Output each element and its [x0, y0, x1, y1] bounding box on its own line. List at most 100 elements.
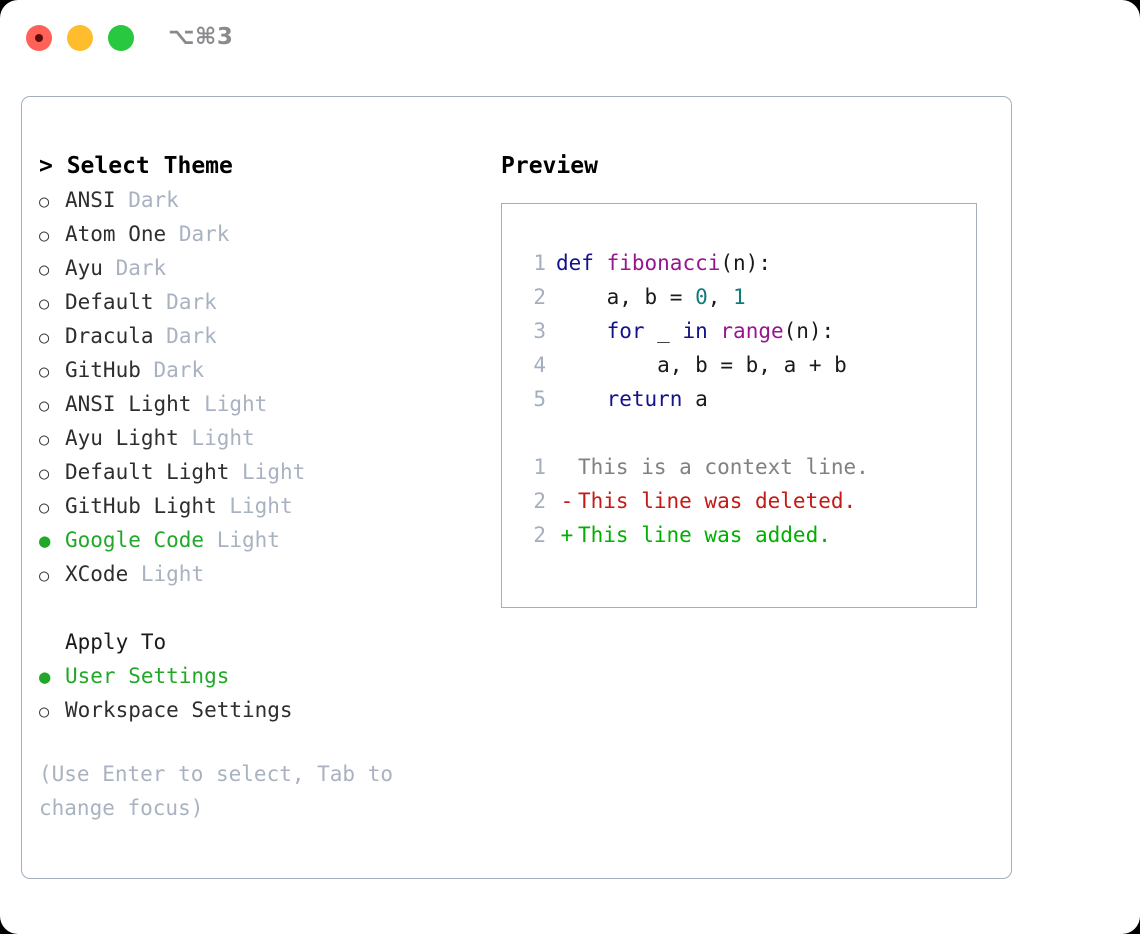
code-token: This line was deleted.	[578, 489, 857, 513]
theme-name-gap	[116, 183, 129, 217]
theme-category-badge: Dark	[178, 222, 230, 246]
theme-list-item[interactable]: ○ Ayu Light Light	[39, 421, 479, 455]
list-spacer	[39, 591, 479, 625]
theme-category-badge: Light	[242, 460, 306, 484]
code-line-text: This line was added.	[578, 518, 831, 552]
code-line-text: a, b = b, a + b	[556, 348, 847, 382]
apply-to-option[interactable]: ○ Workspace Settings	[39, 693, 479, 727]
theme-category-badge: Light	[204, 392, 268, 416]
line-number: 2	[533, 285, 546, 309]
radio-unselected-icon: ○	[39, 362, 50, 382]
theme-name-gap	[229, 455, 242, 489]
preview-heading: Preview	[501, 153, 598, 179]
code-token: _	[644, 319, 683, 343]
theme-name: Default	[65, 290, 154, 314]
theme-list-item[interactable]: ○ Atom One Dark	[39, 217, 479, 251]
theme-list-item[interactable]: ○XCode Light	[39, 557, 479, 591]
code-line-text: for _ in range(n):	[556, 314, 835, 348]
code-line-blank	[516, 416, 869, 450]
line-number: 3	[533, 319, 546, 343]
code-token: (n):	[720, 251, 771, 275]
traffic-light-group	[26, 25, 134, 51]
code-line-text: a, b = 0, 1	[556, 280, 746, 314]
code-line-code: 4 a, b = b, a + b	[516, 348, 869, 382]
theme-category-badge: Dark	[166, 324, 217, 348]
theme-name: Google Code	[65, 528, 205, 552]
theme-list-item[interactable]: ○ GitHub Light Light	[39, 489, 479, 523]
theme-name: Atom One	[65, 222, 167, 246]
theme-name-gap	[191, 387, 204, 421]
minimize-window-button[interactable]	[67, 25, 93, 51]
code-line-context: 1 This is a context line.	[516, 450, 869, 484]
diff-marker	[556, 450, 578, 484]
theme-list-item[interactable]: ○GitHub Dark	[39, 353, 479, 387]
line-number: 4	[533, 353, 546, 377]
code-line-deleted: 2-This line was deleted.	[516, 484, 869, 518]
code-line-code: 3 for _ in range(n):	[516, 314, 869, 348]
theme-name: GitHub	[65, 358, 141, 382]
code-token: 0	[695, 285, 708, 309]
close-window-button[interactable]	[26, 25, 52, 51]
line-number: 5	[533, 387, 546, 411]
theme-list-item[interactable]: ○ ANSI Dark	[39, 183, 479, 217]
apply-to-option-label: Workspace Settings	[65, 698, 293, 722]
theme-name: Ayu	[65, 256, 103, 280]
radio-unselected-icon: ○	[39, 396, 50, 416]
code-token: This is a context line.	[578, 455, 869, 479]
theme-name: Ayu Light	[65, 426, 179, 450]
zoom-window-button[interactable]	[108, 25, 134, 51]
theme-name: Default Light	[65, 460, 230, 484]
code-line-code: 2 a, b = 0, 1	[516, 280, 869, 314]
radio-unselected-icon: ○	[39, 566, 50, 586]
theme-list-item[interactable]: ○ Default Light Light	[39, 455, 479, 489]
theme-list[interactable]: ○ANSI Dark○Atom One Dark○Ayu Dark○Defaul…	[39, 183, 479, 591]
radio-unselected-icon: ○	[39, 498, 50, 518]
code-token	[708, 319, 721, 343]
theme-name-gap	[154, 319, 167, 353]
theme-name-gap	[141, 353, 154, 387]
theme-name-gap	[103, 251, 116, 285]
line-number: 1	[533, 455, 546, 479]
theme-list-item[interactable]: ○Default Dark	[39, 285, 479, 319]
theme-name: ANSI	[65, 188, 116, 212]
code-token: fibonacci	[606, 251, 721, 275]
theme-category-badge: Light	[229, 494, 293, 518]
apply-to-option[interactable]: ● User Settings	[39, 659, 479, 693]
radio-selected-icon: ●	[39, 666, 51, 688]
keyboard-hint-text: (Use Enter to select, Tab to change focu…	[39, 762, 394, 820]
code-token: (n):	[783, 319, 835, 343]
theme-list-item[interactable]: ○Ayu Dark	[39, 251, 479, 285]
radio-unselected-icon: ○	[39, 430, 50, 450]
apply-to-option-label: User Settings	[65, 664, 230, 688]
code-token: a, b =	[556, 285, 696, 309]
code-token: range	[720, 319, 784, 343]
keyboard-shortcut-label: ⌥⌘3	[168, 24, 234, 50]
theme-list-item[interactable]: ○ANSI Light Light	[39, 387, 479, 421]
theme-category-badge: Light	[216, 528, 280, 552]
apply-to-list[interactable]: ● User Settings ○ Workspace Settings	[39, 659, 479, 727]
theme-name: XCode	[65, 562, 129, 586]
theme-name: GitHub Light	[65, 494, 217, 518]
line-number: 2	[533, 489, 546, 513]
code-line-code: 5 return a	[516, 382, 869, 416]
theme-category-badge: Light	[191, 426, 255, 450]
radio-unselected-icon: ○	[39, 192, 50, 212]
code-token	[594, 251, 607, 275]
radio-unselected-icon: ○	[39, 328, 50, 348]
theme-name-gap	[166, 217, 179, 251]
theme-category-badge: Dark	[128, 188, 179, 212]
radio-unselected-icon: ○	[39, 464, 50, 484]
theme-selector-column: > Select Theme ○ANSI Dark○Atom One Dark○…	[39, 149, 479, 825]
radio-unselected-icon: ○	[39, 702, 50, 722]
theme-name-gap	[154, 285, 167, 319]
theme-name: Dracula	[65, 324, 154, 348]
theme-list-item[interactable]: ●Google Code Light	[39, 523, 479, 557]
select-theme-heading: > Select Theme	[39, 153, 233, 179]
code-token: in	[682, 319, 708, 343]
line-number: 1	[533, 251, 546, 275]
code-token: a	[682, 387, 708, 411]
radio-unselected-icon: ○	[39, 226, 50, 246]
theme-name-gap	[128, 557, 141, 591]
theme-list-item[interactable]: ○ Dracula Dark	[39, 319, 479, 353]
